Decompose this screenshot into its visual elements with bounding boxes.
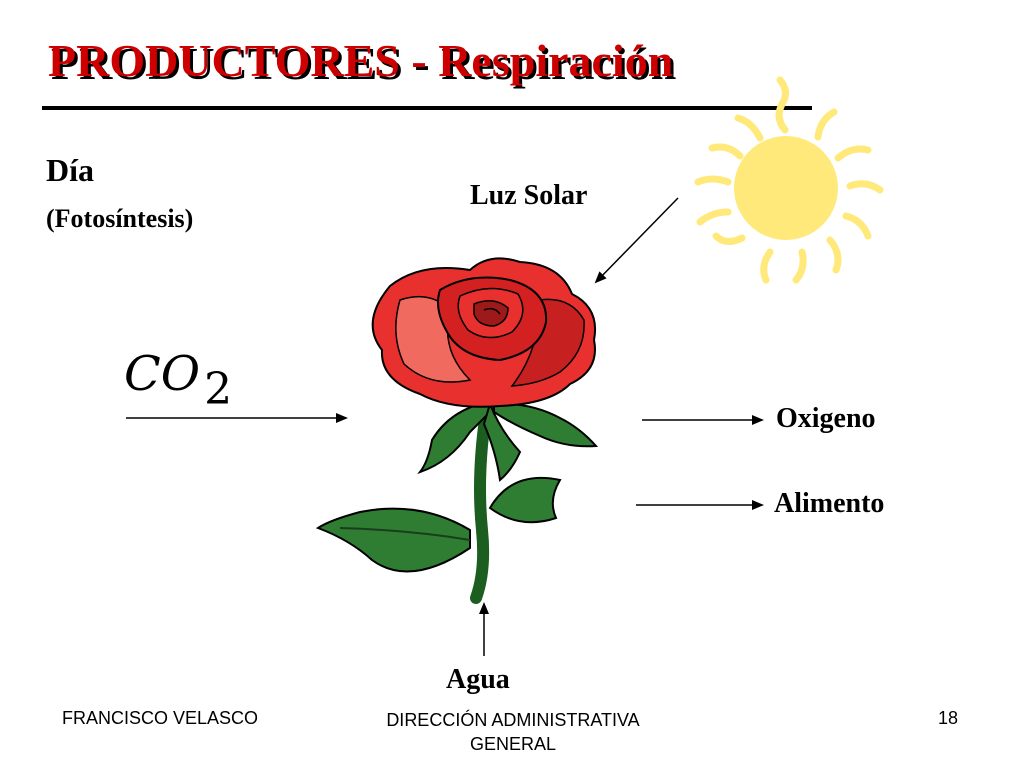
oxygen-label: Oxigeno xyxy=(776,403,876,434)
sunlight-label: Luz Solar xyxy=(470,180,588,211)
co2-subscript: 2 xyxy=(204,364,233,415)
subtitle-photosynthesis: (Fotosíntesis) xyxy=(46,204,194,233)
subtitle-day: Día xyxy=(46,152,94,188)
footer-author: FRANCISCO VELASCO xyxy=(62,708,259,728)
sunlight-arrow xyxy=(594,197,679,284)
title-underline xyxy=(42,106,812,110)
water-label: Agua xyxy=(446,664,510,695)
co2-label: CO2 xyxy=(124,346,232,415)
slide-title: PRODUCTORES - Respiración xyxy=(48,35,674,86)
co2-text: CO xyxy=(124,346,201,402)
rose-icon xyxy=(315,257,599,604)
footer-department: DIRECCIÓN ADMINISTRATIVA GENERAL xyxy=(386,710,640,754)
food-label: Alimento xyxy=(774,488,885,519)
page-number: 18 xyxy=(938,708,959,728)
sun-icon xyxy=(694,76,884,284)
